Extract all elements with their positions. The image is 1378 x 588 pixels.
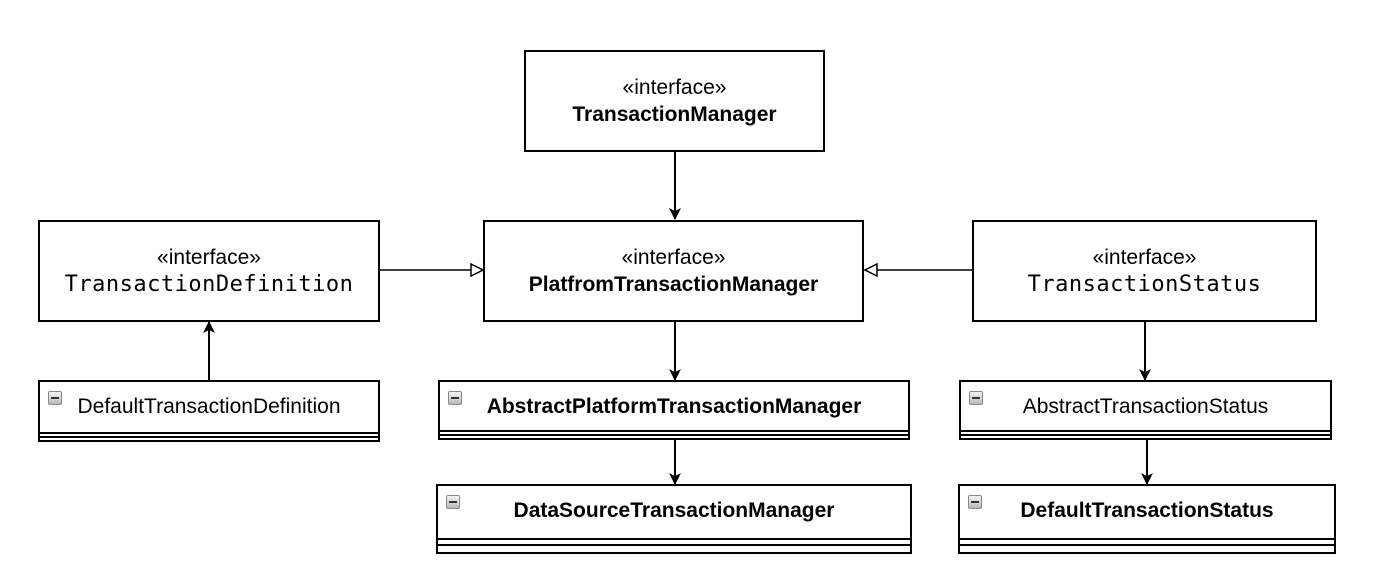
interface-name: TransactionDefinition <box>64 272 354 297</box>
interface-transaction-definition[interactable]: «interface» TransactionDefinition <box>38 220 380 322</box>
collapse-icon[interactable] <box>968 495 982 509</box>
collapse-icon[interactable] <box>448 391 462 405</box>
stereotype-label: «interface» <box>157 246 261 269</box>
class-divider <box>960 544 1334 546</box>
interface-transaction-manager[interactable]: «interface» TransactionManager <box>524 50 825 152</box>
class-abstract-transaction-status[interactable]: AbstractTransactionStatus <box>959 380 1332 440</box>
class-divider <box>440 434 908 436</box>
class-divider <box>960 538 1334 540</box>
class-divider <box>961 430 1330 432</box>
class-divider <box>40 436 378 438</box>
stereotype-label: «interface» <box>621 246 726 269</box>
class-name: DataSourceTransactionManager <box>513 499 835 522</box>
collapse-icon[interactable] <box>969 391 983 405</box>
class-divider <box>440 430 908 432</box>
class-abstract-platform-transaction-manager[interactable]: AbstractPlatformTransactionManager <box>438 380 910 440</box>
interface-transaction-status[interactable]: «interface» TransactionStatus <box>972 220 1317 322</box>
interface-name: TransactionManager <box>572 103 777 126</box>
interface-name: TransactionStatus <box>1027 272 1262 297</box>
class-default-transaction-definition[interactable]: DefaultTransactionDefinition <box>38 380 380 442</box>
class-name: AbstractTransactionStatus <box>1022 395 1269 418</box>
class-divider <box>438 544 910 546</box>
class-name: DefaultTransactionDefinition <box>77 395 341 418</box>
interface-name: PlatfromTransactionManager <box>528 273 819 296</box>
class-divider <box>961 434 1330 436</box>
stereotype-label: «interface» <box>1092 246 1197 269</box>
interface-platform-transaction-manager[interactable]: «interface» PlatfromTransactionManager <box>483 220 864 322</box>
class-datasource-transaction-manager[interactable]: DataSourceTransactionManager <box>436 484 912 554</box>
stereotype-label: «interface» <box>622 76 727 99</box>
class-name: AbstractPlatformTransactionManager <box>486 395 862 418</box>
collapse-icon[interactable] <box>48 391 62 405</box>
class-name: DefaultTransactionStatus <box>1020 499 1274 522</box>
class-default-transaction-status[interactable]: DefaultTransactionStatus <box>958 484 1336 554</box>
collapse-icon[interactable] <box>446 495 460 509</box>
class-divider <box>40 432 378 434</box>
class-divider <box>438 538 910 540</box>
